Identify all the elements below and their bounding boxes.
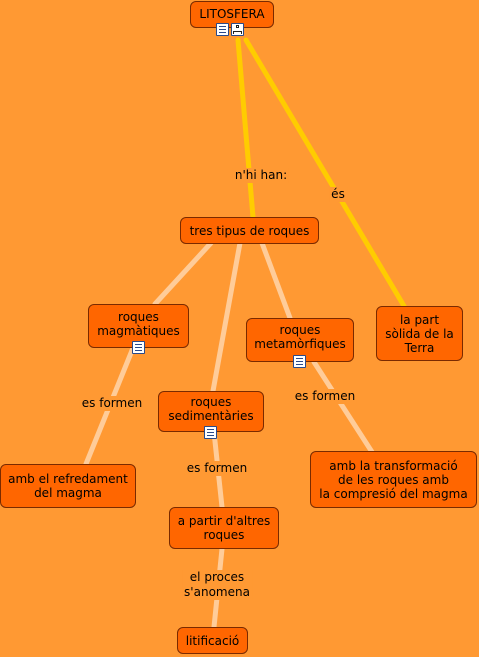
link-line-met-transf	[311, 359, 375, 455]
concept-label: amb el refredament del magma	[8, 472, 128, 500]
link-label-el-proces: el proces s'anomena	[182, 570, 252, 600]
concept-label: roques sedimentàries	[168, 395, 254, 423]
concept-node-roques-magmatiques[interactable]: roques magmàtiques	[88, 304, 189, 348]
link-line-tres-met	[259, 240, 293, 321]
concept-label: la part sòlida de la Terra	[385, 312, 454, 355]
concept-label: a partir d'altres roques	[177, 514, 271, 542]
concept-label: roques metamòrfiques	[254, 323, 346, 351]
concept-label: roques magmàtiques	[97, 310, 180, 338]
document-icon[interactable]	[132, 341, 145, 354]
link-label-es-formen-metamorfiques: es formen	[292, 389, 358, 404]
concept-label: tres tipus de roques	[189, 223, 310, 238]
concept-node-roques-sedimentaries[interactable]: roques sedimentàries	[158, 391, 264, 432]
concept-node-la-part-solida-de-la-terra[interactable]: la part sòlida de la Terra	[376, 306, 463, 361]
concept-node-a-partir-daltres-roques[interactable]: a partir d'altres roques	[169, 507, 279, 549]
link-line-tres-sed	[210, 240, 243, 394]
concept-label: LITOSFERA	[199, 7, 265, 21]
concept-node-refredament-del-magma[interactable]: amb el refredament del magma	[0, 464, 136, 508]
concept-node-transformacio-de-les-roques[interactable]: amb la transformació de les roques amb l…	[310, 451, 477, 508]
document-icon[interactable]	[216, 23, 229, 36]
concept-node-litificacio[interactable]: litificació	[177, 627, 248, 654]
link-label-es-formen-sedimentaries: es formen	[184, 461, 250, 476]
concept-map-icon[interactable]	[231, 23, 244, 36]
concept-node-tres-tipus-de-roques[interactable]: tres tipus de roques	[180, 217, 319, 244]
concept-label: litificació	[185, 633, 240, 648]
concept-label: amb la transformació de les roques amb l…	[319, 458, 468, 501]
link-label-es: és	[329, 187, 347, 202]
document-icon[interactable]	[204, 426, 217, 439]
concept-node-roques-metamorfiques[interactable]: roques metamòrfiques	[246, 318, 354, 362]
link-label-nhi-han: n'hi han:	[232, 168, 290, 183]
link-label-es-formen-magmatiques: es formen	[79, 396, 145, 411]
link-line-litosfera-tres	[235, 37, 256, 220]
link-line-litosfera-part	[243, 37, 407, 309]
link-line-tres-mag	[152, 240, 214, 307]
document-icon[interactable]	[293, 355, 306, 368]
